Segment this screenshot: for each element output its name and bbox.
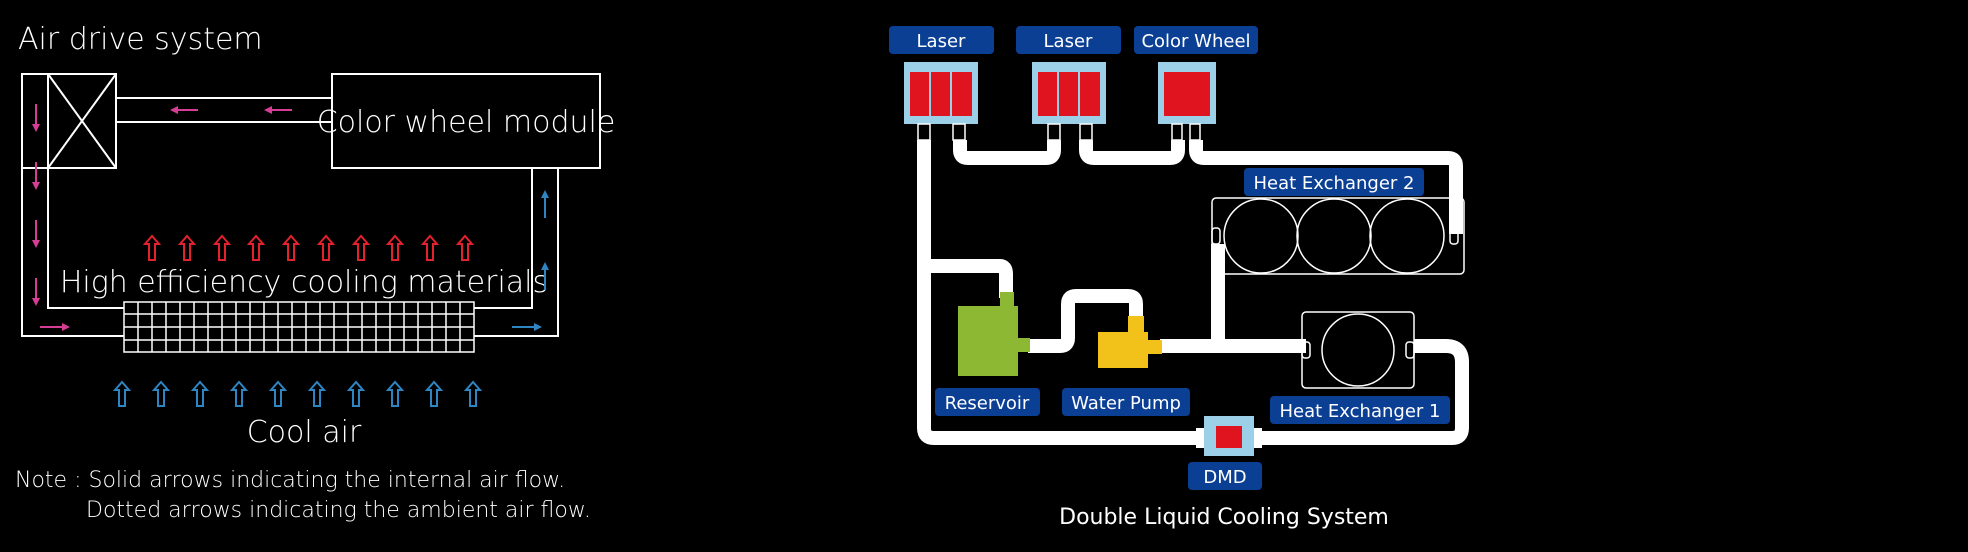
hot-air-arrow xyxy=(455,234,475,261)
color-wheel-module xyxy=(1158,62,1216,141)
cool-air-arrow xyxy=(424,380,444,407)
hot-air-arrow xyxy=(246,234,266,261)
hot-air-arrow xyxy=(142,234,162,261)
cool-air-label: Cool air xyxy=(247,415,362,450)
hot-air-arrow xyxy=(212,234,232,261)
svg-text:Water Pump: Water Pump xyxy=(1071,393,1181,414)
cool-air-arrow xyxy=(385,380,405,407)
label-heat-exchanger-1: Heat Exchanger 1 xyxy=(1270,396,1450,424)
label-laser-2: Laser xyxy=(1016,26,1121,54)
reservoir xyxy=(958,292,1030,376)
heat-exchanger-2 xyxy=(1211,197,1465,275)
cool-air-arrows xyxy=(112,380,483,407)
air-drive-title: Air drive system xyxy=(18,22,263,57)
cool-air-arrow xyxy=(229,380,249,407)
water-pump xyxy=(1098,316,1162,368)
svg-text:Reservoir: Reservoir xyxy=(945,393,1030,414)
liquid-cooling-title: Double Liquid Cooling System xyxy=(1059,505,1389,530)
cooling-material-grid xyxy=(123,301,475,353)
hot-air-arrow xyxy=(420,234,440,261)
cool-air-arrow xyxy=(151,380,171,407)
label-heat-exchanger-2: Heat Exchanger 2 xyxy=(1244,168,1424,196)
dmd-module xyxy=(1196,416,1262,456)
internal-airflow-arrows xyxy=(32,104,292,331)
note-line-1: Note : Solid arrows indicating the inter… xyxy=(15,468,565,493)
liquid-cooling-diagram: Laser Laser Color Wheel Heat Exchanger 2… xyxy=(889,26,1469,530)
cool-air-arrow xyxy=(112,380,132,407)
heat-exchanger-1 xyxy=(1301,311,1415,389)
svg-text:Laser: Laser xyxy=(917,31,967,52)
hot-air-arrow xyxy=(177,234,197,261)
svg-text:Heat Exchanger 1: Heat Exchanger 1 xyxy=(1280,401,1441,422)
cool-air-arrow xyxy=(307,380,327,407)
laser-1-module xyxy=(904,62,978,141)
svg-text:Color Wheel: Color Wheel xyxy=(1141,31,1250,52)
cool-air-arrow xyxy=(268,380,288,407)
color-wheel-module-box xyxy=(331,73,601,169)
label-water-pump: Water Pump xyxy=(1062,388,1190,416)
cool-air-arrow xyxy=(346,380,366,407)
hot-air-arrow xyxy=(385,234,405,261)
ambient-airflow-arrows xyxy=(512,190,549,331)
note-line-2: Dotted arrows indicating the ambient air… xyxy=(86,498,591,523)
hot-air-arrow xyxy=(351,234,371,261)
laser-2-module xyxy=(1032,62,1106,141)
air-drive-diagram: Air drive system Color wheel module xyxy=(15,22,615,523)
label-dmd: DMD xyxy=(1188,462,1262,490)
hot-air-arrow xyxy=(281,234,301,261)
svg-text:Heat Exchanger 2: Heat Exchanger 2 xyxy=(1254,173,1415,194)
duct-frame xyxy=(21,73,601,337)
color-wheel-module-label: Color wheel module xyxy=(317,105,616,140)
hot-air-arrow xyxy=(316,234,336,261)
svg-text:DMD: DMD xyxy=(1203,467,1246,488)
cooling-materials-label: High efficiency cooling materials xyxy=(60,265,548,300)
svg-text:Laser: Laser xyxy=(1044,31,1094,52)
coolant-pipes xyxy=(917,140,1469,445)
cool-air-arrow xyxy=(463,380,483,407)
label-reservoir: Reservoir xyxy=(935,388,1040,416)
label-color-wheel: Color Wheel xyxy=(1134,26,1258,54)
cool-air-arrow xyxy=(190,380,210,407)
label-laser-1: Laser xyxy=(889,26,994,54)
hot-air-arrows xyxy=(142,234,475,261)
